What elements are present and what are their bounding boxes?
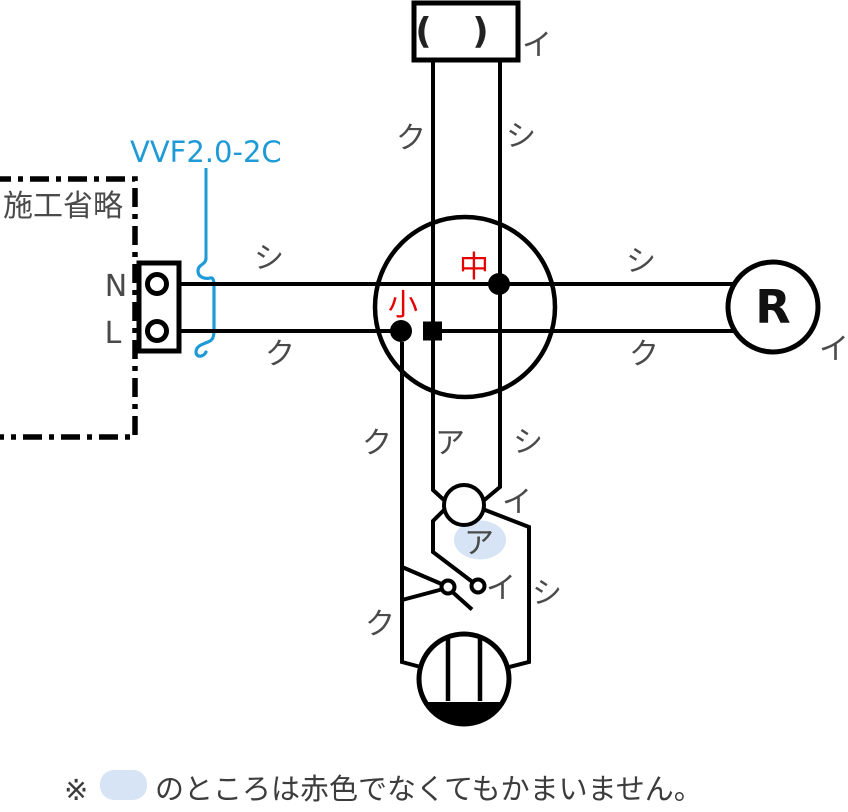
switch-contact-left-icon [439, 578, 457, 596]
switch: イ [439, 571, 516, 611]
footnote-marker: ※ [64, 773, 88, 807]
terminal-n-label: N [105, 269, 127, 304]
wire-neutral-down-right [483, 507, 531, 670]
wire-live-down-left [400, 342, 422, 669]
lamp-receptacle-body [725, 259, 821, 355]
switch-lever-icon [451, 591, 474, 611]
wire-color-labels: ク シ シ ク シ ク ク ア シ ア シ ク [254, 119, 659, 642]
wire-ceiling-left-down [431, 59, 446, 502]
footnote: ※ のところは赤色でなくてもかまいません。 [64, 770, 703, 807]
wires [167, 59, 735, 670]
terminal-l-icon [145, 319, 169, 343]
lamp-receptacle: R イ [725, 259, 848, 367]
terminal-l-label: L [105, 316, 122, 351]
lamp-receptacle-symbol: R [755, 280, 790, 334]
ceiling-light-symbol: ( ) [415, 11, 502, 52]
switch-contact-right-icon [469, 577, 487, 595]
wire-label-top-left: ク [396, 121, 426, 156]
sleeve-medium-label: 中 [459, 250, 489, 285]
ceiling-circuit-label: イ [522, 28, 552, 63]
junction-box-circle [372, 214, 558, 400]
pilot-lamp-circuit-label: イ [502, 485, 532, 520]
wire-label-bottom-left: ク [365, 607, 395, 642]
highlight-ellipse [454, 520, 506, 560]
wire-label-mid-right: シ [513, 425, 543, 460]
wire-label-mid-center: ア [435, 426, 465, 461]
source-omitted-label: 施工省略 [3, 189, 123, 224]
switch-circuit-label: イ [486, 571, 516, 606]
cable-annotation: VVF2.0-2C [130, 135, 282, 358]
pilot-lamp-body [442, 483, 486, 527]
ring-sleeve-small-icon [390, 320, 412, 342]
ceiling-light-body [411, 0, 521, 63]
connector-square-icon [423, 321, 442, 341]
outlet [416, 631, 512, 727]
wire-ceiling-right-down [482, 59, 502, 503]
ceiling-light: ( ) イ [411, 0, 552, 63]
ring-sleeve-medium-icon [488, 273, 510, 295]
wire-label-switch-right: シ [532, 576, 562, 611]
wire-label-mid-left: ク [362, 426, 392, 461]
pilot-lamp: イ [442, 483, 532, 527]
terminal-n-icon [145, 272, 169, 296]
wire-label-left-lower: ク [265, 337, 295, 372]
footnote-highlight-swatch [100, 770, 147, 800]
receptacle-circuit-label: イ [819, 332, 848, 367]
cable-type-label: VVF2.0-2C [130, 135, 282, 169]
footnote-text: のところは赤色でなくてもかまいません。 [155, 772, 703, 806]
cable-span-marker-icon [194, 256, 216, 358]
wire-label-left-upper: シ [254, 241, 284, 276]
wire-label-right-upper: シ [626, 244, 656, 279]
dash-dot-border [0, 176, 138, 440]
sleeve-small-label: 小 [388, 288, 418, 323]
wire-pl-to-switch-jumper [431, 508, 474, 584]
outlet-base-fill-icon [425, 702, 503, 725]
source-omitted-box: 施工省略 [0, 176, 138, 440]
wire-switch-feed-lower [401, 587, 442, 602]
wire-label-top-right: シ [506, 119, 536, 154]
terminal-block: N L [105, 260, 182, 354]
junction-connections: 中 小 [388, 250, 510, 342]
wire-label-pl-jumper: ア [464, 526, 494, 561]
wire-switch-feed-upper [401, 565, 443, 586]
wire-label-right-lower: ク [629, 337, 659, 372]
